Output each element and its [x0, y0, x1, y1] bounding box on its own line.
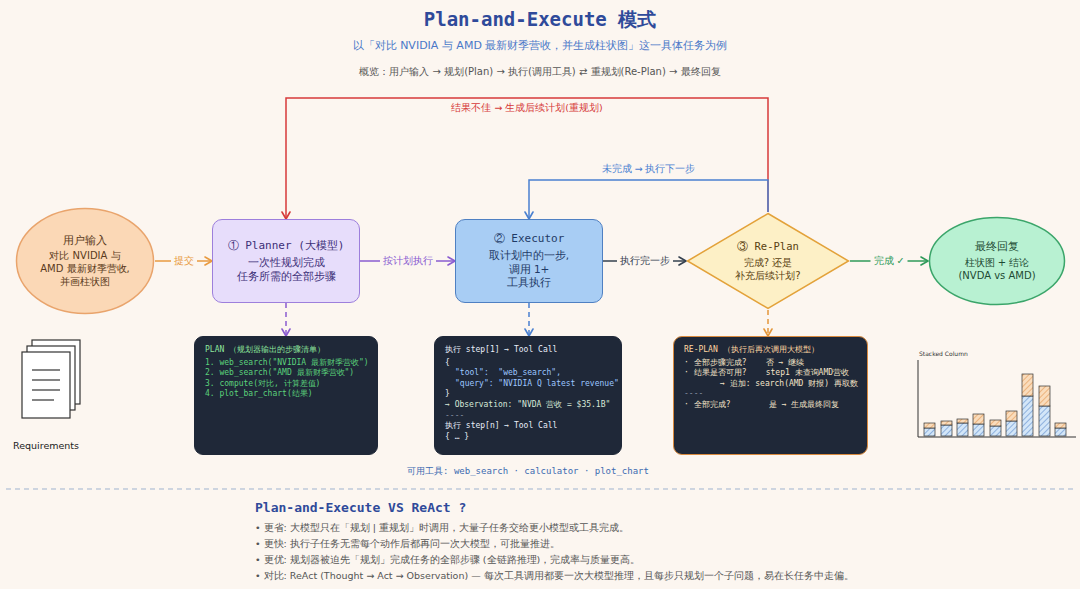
chart-axis — [918, 360, 919, 437]
chart-bar — [1022, 396, 1033, 436]
chart-bar — [1006, 421, 1017, 436]
code-line: 2. web_search("AMD 最新财季营收") — [205, 368, 367, 379]
bullet-text: • 更优: 规划器被迫先「规划」完成任务的全部步骤 (全链路推理)，完成率与质量… — [255, 554, 640, 567]
page-title: Plan-and-Execute 模式 — [424, 7, 656, 33]
code-line: 执行 step[n] → Tool Call — [445, 421, 611, 432]
code-line: } — [445, 389, 611, 400]
chart-bar — [924, 423, 935, 428]
note-text: Requirements — [13, 440, 79, 451]
bullet-text: • 对比: ReAct (Thought → Act → Observation… — [255, 570, 854, 583]
note-text: 概览：用户输入 → 规划(Plan) → 执行(调用工具) ⇄ 重规划(Re-P… — [359, 65, 720, 79]
paper-sheet — [22, 352, 70, 418]
node-heading: ③ Re-Plan — [737, 240, 799, 254]
code-line: 3. compute(对比, 计算差值) — [205, 379, 367, 390]
node-content: ② Executor 取计划中的一步, 调用 1+ 工具执行 — [456, 220, 602, 302]
chart-bar — [924, 428, 935, 436]
section-heading: Plan-and-Execute VS ReAct ? — [255, 500, 466, 515]
text-line — [32, 389, 60, 390]
node-content: 最终回复柱状图 + 结论 (NVDA vs AMD) — [928, 216, 1066, 306]
text-line — [32, 369, 60, 370]
edge-label: 执行完一步 — [617, 255, 673, 268]
code-line: RE-PLAN （执行后再次调用大模型） — [684, 345, 857, 356]
note-text: 可用工具: web_search · calculator · plot_cha… — [407, 465, 649, 478]
node-heading: 用户输入 — [63, 234, 107, 248]
node-text: 柱状图 + 结论 (NVDA vs AMD) — [951, 256, 1043, 282]
note-text: Stacked Column — [919, 350, 968, 357]
process-box: ② Executor 取计划中的一步, 调用 1+ 工具执行 — [455, 219, 603, 303]
node-heading: ① Planner (大模型) — [228, 239, 345, 253]
code-line: PLAN （规划器输出的步骤清单） — [205, 345, 367, 356]
node-content: PLAN （规划器输出的步骤清单） 1. web_search("NVIDIA 最… — [195, 337, 377, 454]
chart-bar — [1006, 411, 1017, 421]
node-text: 对比 NVIDIA 与 AMD 最新财季营收, 并画柱状图 — [38, 249, 132, 288]
output-ellipse: 最终回复柱状图 + 结论 (NVDA vs AMD) — [928, 216, 1066, 306]
chart-bar — [941, 425, 952, 436]
node-text: 完成? 还是 补充后续计划? — [731, 256, 805, 282]
code-line: · 全部完成? 是 → 生成最终回复 — [684, 400, 857, 411]
node-content: ① Planner (大模型) 一次性规划完成 任务所需的全部步骤 — [213, 220, 359, 302]
connector — [767, 310, 769, 336]
code-panel: RE-PLAN （执行后再次调用大模型） · 全部步骤完成? 否 → 继续· 结果… — [673, 336, 868, 455]
edge-label: 完成 ✓ — [871, 255, 908, 268]
code-line: · 全部步骤完成? 否 → 继续 — [684, 358, 857, 369]
chart-bar — [941, 421, 952, 425]
bullet-text: • 更快: 执行子任务无需每个动作后都再问一次大模型，可批量推进。 — [255, 538, 560, 551]
chart-bar — [1055, 428, 1066, 436]
chart-bar — [973, 424, 984, 436]
code-line: { — [445, 358, 611, 369]
node-text: 取计划中的一步, 调用 1+ 工具执行 — [485, 249, 573, 290]
code-line: 1. web_search("NVIDIA 最新财季营收") — [205, 358, 367, 369]
chart-bar — [957, 423, 968, 436]
code-panel: 执行 step[1] → Tool Call {"tool": "web_sear… — [434, 336, 622, 455]
code-line: · 结果是否可用? step1 未查询AMD营收 — [684, 368, 857, 379]
connector — [285, 303, 287, 336]
code-line: → 追加: search(AMD 财报) 再取数 — [684, 379, 857, 390]
code-line: "query": "NVIDIA Q latest revenue" — [445, 379, 611, 390]
bullet-text: • 更省: 大模型只在「规划 | 重规划」时调用，大量子任务交给更小模型或工具完… — [255, 522, 629, 535]
chart-bar — [1022, 374, 1033, 396]
code-line: 4. plot_bar_chart(结果) — [205, 389, 367, 400]
code-panel: PLAN （规划器输出的步骤清单） 1. web_search("NVIDIA 最… — [194, 336, 378, 455]
process-box: ① Planner (大模型) 一次性规划完成 任务所需的全部步骤 — [212, 219, 360, 303]
code-line: "tool": "web_search", — [445, 368, 611, 379]
node-content: ③ Re-Plan 完成? 还是 补充后续计划? — [686, 212, 850, 310]
text-line — [32, 379, 60, 380]
separator-line — [6, 489, 1074, 490]
connector — [528, 303, 530, 336]
code-line: { … } — [445, 432, 611, 443]
note-text: 以「对比 NVIDIA 与 AMD 最新财季营收，并生成柱状图」这一具体任务为例 — [353, 38, 728, 53]
node-content: 用户输入对比 NVIDIA 与 AMD 最新财季营收, 并画柱状图 — [15, 207, 155, 315]
connector — [286, 98, 768, 219]
code-line: 执行 step[1] → Tool Call — [445, 345, 611, 356]
chart-bar — [1039, 386, 1050, 406]
input-ellipse: 用户输入对比 NVIDIA 与 AMD 最新财季营收, 并画柱状图 — [15, 207, 155, 315]
edge-label: 未完成 → 执行下一步 — [599, 163, 699, 176]
node-content: 执行 step[1] → Tool Call {"tool": "web_sear… — [435, 337, 621, 454]
edge-label: 结果不佳 → 生成后续计划(重规划) — [448, 102, 605, 115]
diamond-outline — [688, 214, 849, 309]
code-line: ---- — [445, 411, 611, 422]
edge-label: 按计划执行 — [380, 255, 436, 268]
ellipse-outline — [17, 209, 154, 314]
chart-bar — [1039, 406, 1050, 436]
node-text: 一次性规划完成 任务所需的全部步骤 — [235, 256, 337, 283]
decision-diamond: ③ Re-Plan 完成? 还是 补充后续计划? — [686, 212, 850, 310]
connector — [529, 180, 768, 219]
ellipse-outline — [930, 218, 1065, 305]
chart-bar — [990, 420, 1001, 426]
chart-bar — [957, 419, 968, 423]
code-line: → Observation: "NVDA 营收 = $35.1B" — [445, 400, 611, 411]
text-line — [32, 399, 54, 400]
node-content: RE-PLAN （执行后再次调用大模型） · 全部步骤完成? 否 → 继续· 结果… — [674, 337, 867, 454]
node-heading: ② Executor — [494, 232, 565, 246]
chart-bar — [990, 426, 1001, 436]
chart-bar — [1055, 423, 1066, 428]
chart-axis — [918, 437, 1076, 438]
edge-label: 提交 — [171, 255, 197, 268]
code-line: ---- — [684, 389, 857, 400]
chart-bar — [973, 414, 984, 424]
node-heading: 最终回复 — [975, 240, 1019, 254]
